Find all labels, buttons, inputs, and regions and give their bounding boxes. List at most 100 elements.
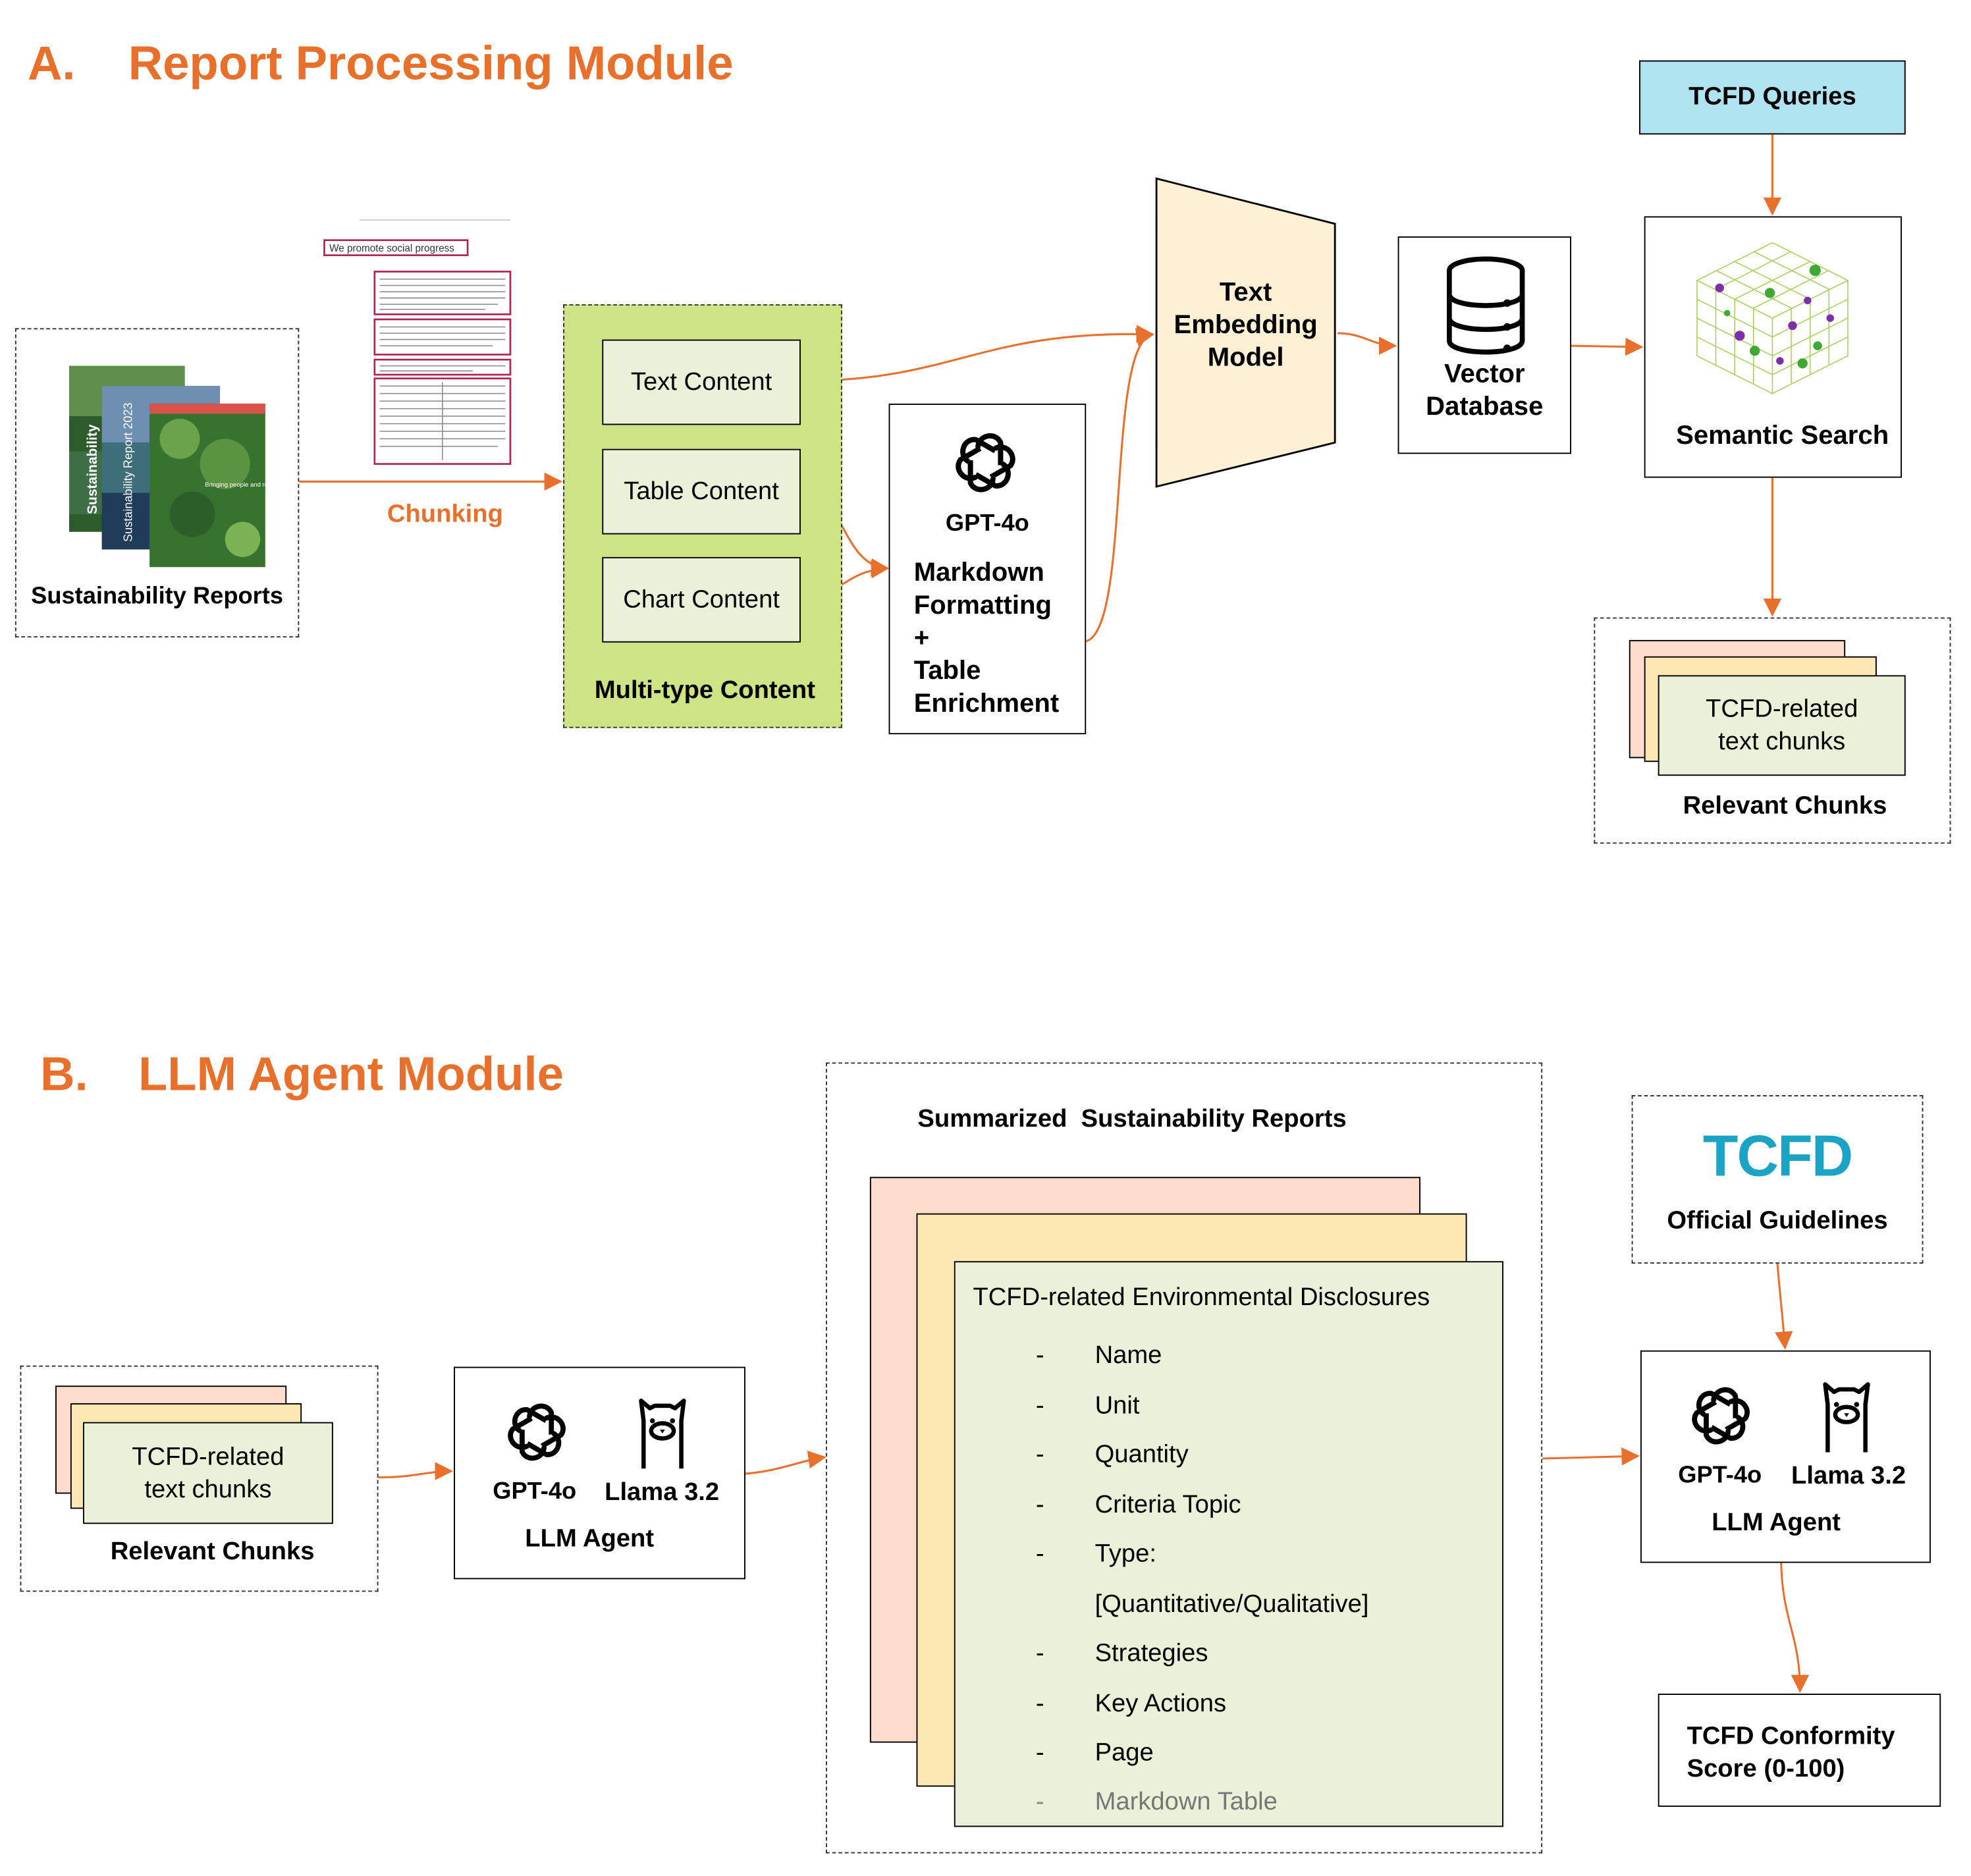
- bullet-dash: -: [1035, 1690, 1044, 1718]
- report-page-heading: We promote social progress: [329, 243, 454, 254]
- embedding-line-1: Text: [1219, 277, 1272, 307]
- openai-logo-icon: [508, 1403, 566, 1461]
- tcfd-guidelines-box: TCFD Official Guidelines: [1631, 1095, 1924, 1264]
- chunk-line-1-a: TCFD-related: [1706, 695, 1858, 723]
- chunk-line-2-b: text chunks: [144, 1476, 272, 1504]
- llama-label-b: Llama 3.2: [605, 1478, 720, 1507]
- vector-line-2: Database: [1426, 392, 1544, 421]
- report-page-icon: We promote social progress: [323, 219, 512, 465]
- arrow-agent-to-score: [1780, 1563, 1810, 1694]
- embedding-line-2: Embedding: [1174, 310, 1318, 340]
- bullet-dash: -: [1035, 1441, 1044, 1469]
- arrow-gpt-to-embedding: [1085, 328, 1155, 643]
- markdown-line-2: Formatting: [913, 591, 1052, 620]
- relevant-chunks-label-b: Relevant Chunks: [110, 1538, 315, 1566]
- multi-type-content-label: Multi-type Content: [594, 676, 815, 705]
- disclosure-item-type-values: [Quantitative/Qualitative]: [1094, 1590, 1369, 1619]
- openai-logo-icon: [956, 433, 1015, 493]
- bullet-dash: -: [1035, 1738, 1044, 1767]
- arrow-text-to-embedding: [801, 325, 1155, 383]
- disclosure-item-key-actions: Key Actions: [1094, 1690, 1227, 1718]
- relevant-chunks-box-b: TCFD-related text chunks Relevant Chunks: [20, 1365, 379, 1592]
- embedding-line-3: Model: [1207, 343, 1284, 373]
- markdown-line-4: Table: [913, 656, 981, 685]
- bullet-dash: -: [1035, 1391, 1044, 1420]
- llama-label-right: Llama 3.2: [1791, 1462, 1906, 1490]
- cover-2-title: Sustainability Report 2023: [121, 402, 134, 542]
- disclosure-item-type: Type:: [1094, 1540, 1156, 1568]
- section-b-title: LLM Agent Module: [138, 1048, 564, 1102]
- gpt-markdown-box: GPT-4o Markdown Formatting + Table Enric…: [888, 403, 1087, 735]
- official-guidelines-label: Official Guidelines: [1667, 1207, 1888, 1235]
- summarized-reports-title: Summarized Sustainability Reports: [917, 1105, 1347, 1133]
- markdown-line-3: +: [913, 624, 930, 653]
- section-b-letter: B.: [40, 1048, 88, 1102]
- report-covers-icon: Sustainability Sustainability Report 202…: [68, 365, 268, 568]
- bullet-dash: -: [1035, 1540, 1044, 1568]
- relevant-chunks-box-a: TCFD-related text chunks Relevant Chunks: [1594, 617, 1951, 844]
- llm-agent-label-left: LLM Agent: [525, 1525, 655, 1553]
- llm-agent-label-right: LLM Agent: [1712, 1509, 1841, 1537]
- bullet-dash: -: [1035, 1639, 1044, 1667]
- relevant-chunks-label-a: Relevant Chunks: [1683, 791, 1887, 820]
- tcfd-logo: TCFD: [1702, 1123, 1853, 1189]
- bullet-dash: -: [1035, 1491, 1044, 1519]
- chunk-line-2-a: text chunks: [1718, 728, 1846, 756]
- llm-agent-box-right: GPT-4o Llama 3.2 LLM Agent: [1640, 1350, 1931, 1563]
- disclosure-item-page: Page: [1094, 1738, 1154, 1767]
- semantic-search-label: Semantic Search: [1676, 421, 1889, 450]
- table-content-box: Table Content: [602, 448, 801, 535]
- disclosure-item-markdown-table: Markdown Table: [1094, 1788, 1278, 1816]
- section-a-title: Report Processing Module: [128, 38, 734, 91]
- bullet-dash: -: [1035, 1341, 1044, 1370]
- report-page-thumbnail: We promote social progress: [321, 213, 513, 471]
- llama-logo-icon: [639, 1398, 686, 1469]
- sustainability-reports-box: Sustainability Sustainability Report 202…: [14, 328, 300, 638]
- disclosure-item-name: Name: [1094, 1341, 1162, 1370]
- database-icon: [1447, 256, 1525, 355]
- bullet-dash: -: [1035, 1788, 1044, 1816]
- tcfd-queries-box: TCFD Queries: [1639, 60, 1906, 135]
- openai-logo-icon: [1692, 1387, 1750, 1445]
- arrow-chunks-to-agent: [378, 1462, 454, 1480]
- chunk-card-front-b: TCFD-related text chunks: [82, 1422, 333, 1524]
- arrow-vector-to-search: [1571, 337, 1644, 356]
- disclosure-item-unit: Unit: [1094, 1391, 1140, 1420]
- score-line-1: TCFD Conformity: [1687, 1723, 1895, 1751]
- score-line-2: Score (0-100): [1687, 1755, 1845, 1783]
- summarized-reports-box: Summarized Sustainability Reports TCFD-r…: [826, 1062, 1543, 1854]
- arrow-guidelines-to-agent: [1774, 1263, 1793, 1350]
- gpt-label-b: GPT-4o: [493, 1478, 577, 1505]
- llama-logo-icon: [1823, 1382, 1870, 1453]
- arrow-agent-to-summary: [745, 1451, 826, 1475]
- vector-line-1: Vector: [1444, 360, 1525, 389]
- vector-database-box: Vector Database: [1397, 236, 1571, 454]
- chunking-label: Chunking: [387, 500, 503, 528]
- sustainability-reports-label: Sustainability Reports: [31, 583, 284, 610]
- cover-3-title: Bringing people and resources together t…: [205, 481, 267, 489]
- summary-card-front: TCFD-related Environmental Disclosures -…: [954, 1261, 1503, 1827]
- semantic-search-box: Semantic Search: [1644, 216, 1903, 478]
- gpt-label-right: GPT-4o: [1678, 1462, 1762, 1489]
- conformity-score-box: TCFD Conformity Score (0-100): [1658, 1694, 1941, 1807]
- disclosure-item-criteria-topic: Criteria Topic: [1094, 1491, 1241, 1519]
- disclosure-item-quantity: Quantity: [1094, 1441, 1189, 1469]
- section-a-letter: A.: [27, 38, 76, 91]
- llm-agent-box-left: GPT-4o Llama 3.2 LLM Agent: [454, 1366, 745, 1580]
- arrow-summary-to-agent: [1542, 1447, 1640, 1466]
- gpt-label-a: GPT-4o: [945, 510, 1029, 537]
- markdown-line-5: Enrichment: [913, 689, 1060, 718]
- chunk-card-front: TCFD-related text chunks: [1658, 675, 1906, 776]
- cover-1-title: Sustainability: [85, 424, 100, 514]
- chunk-line-1-b: TCFD-related: [132, 1443, 284, 1472]
- markdown-line-1: Markdown: [913, 558, 1044, 587]
- disclosure-title: TCFD-related Environmental Disclosures: [973, 1283, 1430, 1312]
- text-content-box: Text Content: [602, 339, 801, 425]
- disclosure-item-strategies: Strategies: [1094, 1639, 1208, 1667]
- text-embedding-model-shape: [1155, 177, 1336, 488]
- chart-content-box: Chart Content: [602, 556, 801, 643]
- arrow-embedding-to-vector: [1337, 332, 1397, 355]
- vector-space-cube-icon: [1696, 242, 1849, 394]
